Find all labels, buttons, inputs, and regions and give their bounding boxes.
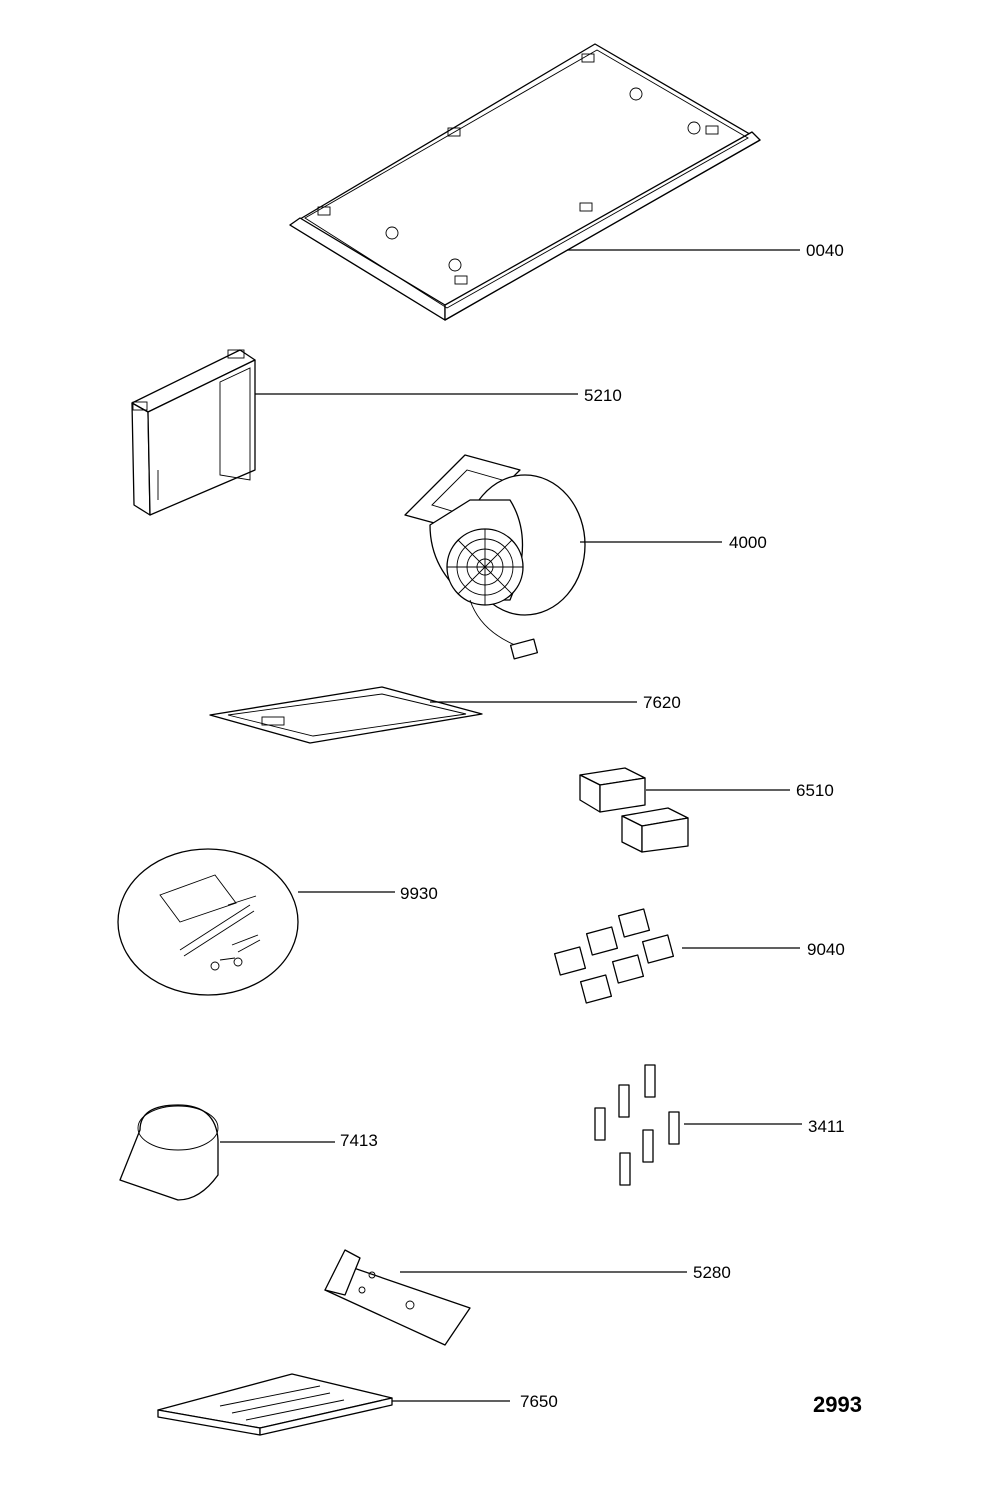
part-label-5280: 5280	[693, 1263, 731, 1282]
part-label-9930: 9930	[400, 884, 438, 903]
part-label-7413: 7413	[340, 1131, 378, 1150]
part-plate	[157, 1373, 510, 1436]
part-hood-panel	[289, 43, 800, 321]
part-carbon-filters	[579, 767, 790, 853]
part-label-3411: 3411	[808, 1117, 845, 1136]
diagram-reference-number: 2993	[813, 1392, 862, 1417]
part-label-5210: 5210	[584, 386, 622, 405]
part-label-6510: 6510	[796, 781, 834, 800]
part-label-7620: 7620	[643, 693, 681, 712]
part-hardware-kit	[117, 848, 395, 996]
part-blower-motor	[404, 454, 722, 660]
part-clips	[553, 908, 800, 1004]
part-duct-cover	[119, 1104, 335, 1201]
part-grease-filter	[209, 686, 637, 744]
part-label-4000: 4000	[729, 533, 767, 552]
part-label-0040: 0040	[806, 241, 844, 260]
part-bracket	[324, 1249, 687, 1346]
part-label-9040: 9040	[807, 940, 845, 959]
part-label-7650: 7650	[520, 1392, 558, 1411]
part-spacers	[594, 1064, 802, 1186]
part-control-box	[131, 349, 578, 516]
